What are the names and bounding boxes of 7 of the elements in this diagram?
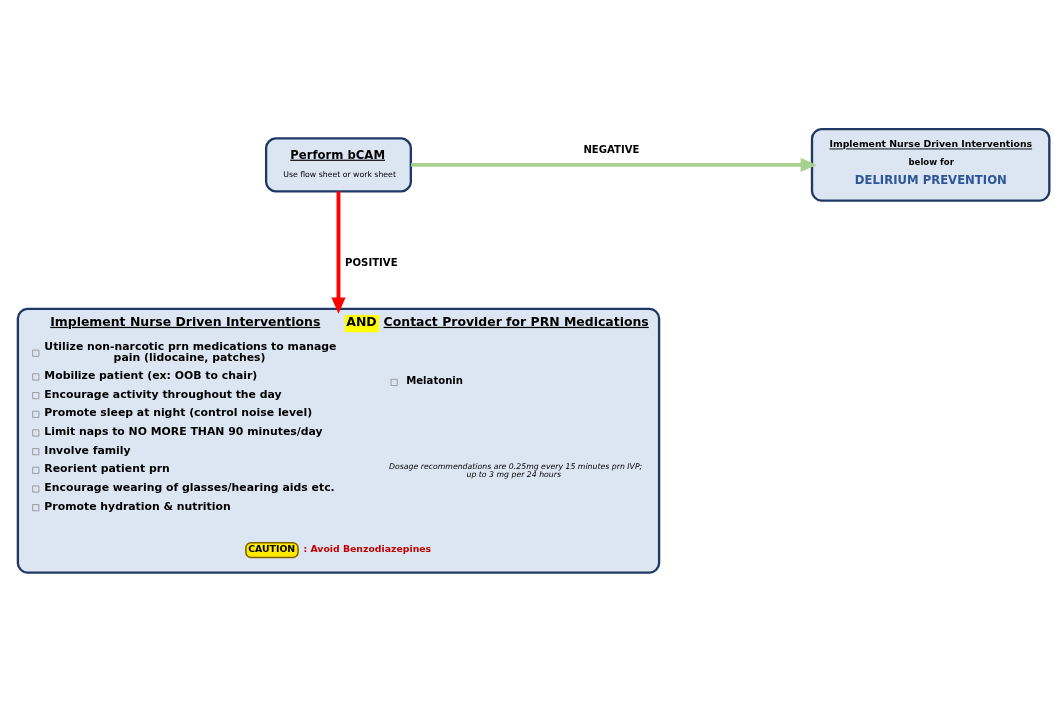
- node-box: Implement Nurse Driven Interventions below for DELIRIUM PREVENTION: [810, 127, 1051, 202]
- arrow: [411, 157, 817, 172]
- edge-label: POSITIVE: [345, 257, 398, 269]
- edge-label: NEGATIVE: [583, 143, 640, 155]
- node-box: Perform bCAM Use flow sheet or work sheet: [264, 137, 413, 193]
- arrow: [331, 191, 346, 314]
- node-label: : Avoid Benzodiazepines: [303, 542, 432, 554]
